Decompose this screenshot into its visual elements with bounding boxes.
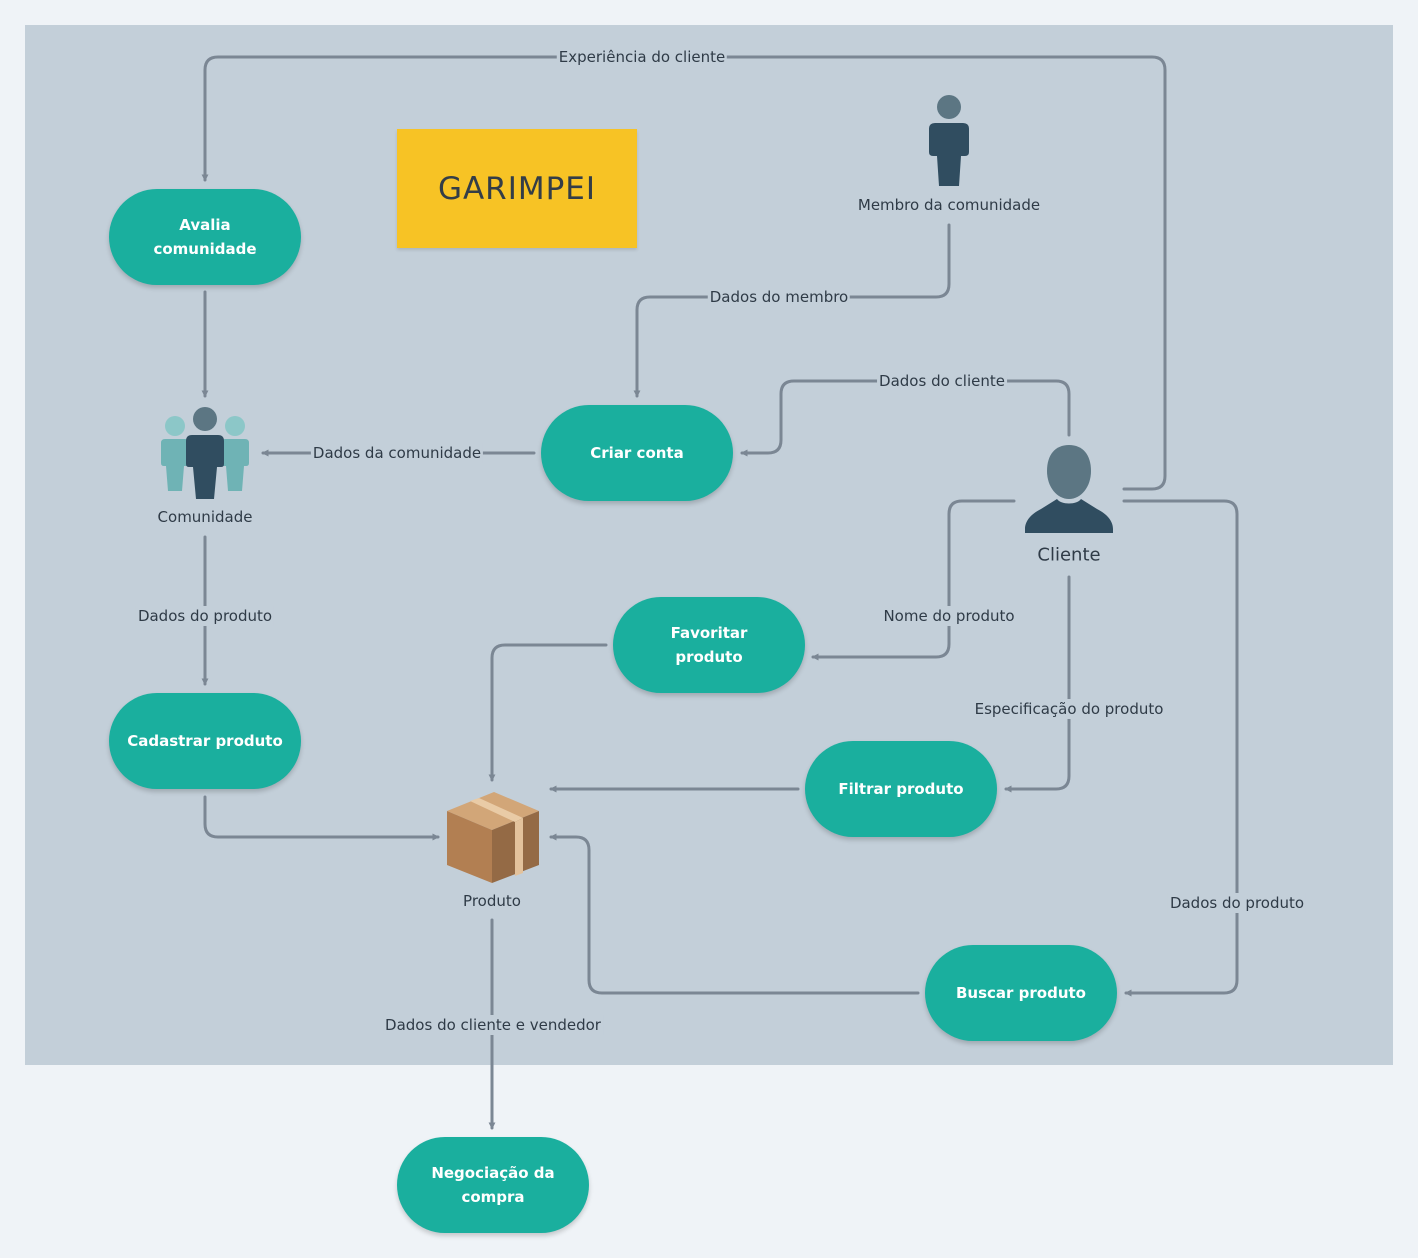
process-label: Avalia comunidade [153, 216, 257, 258]
edge-label-dados-produto-right: Dados do produto [1167, 893, 1307, 913]
user-bust-icon [1025, 445, 1113, 533]
actor-label-comunidade: Comunidade [157, 508, 253, 526]
actor-label-cliente: Cliente [1037, 544, 1101, 566]
title-box: GARIMPEI [397, 129, 637, 248]
process-filtrar-produto[interactable]: Filtrar produto [805, 741, 997, 837]
edge-label-nome-produto: Nome do produto [881, 606, 1017, 626]
actor-label-produto: Produto [463, 892, 521, 910]
edge-label-dados-membro: Dados do membro [707, 287, 851, 307]
process-label: Filtrar produto [838, 780, 964, 798]
process-label-line: Favoritar [670, 624, 748, 642]
group-icon [161, 407, 249, 499]
process-label: Cadastrar produto [127, 732, 283, 750]
process-criar-conta[interactable]: Criar conta [541, 405, 733, 501]
process-avalia-comunidade[interactable]: Avalia comunidade [109, 189, 301, 285]
diagram-title: GARIMPEI [437, 170, 597, 207]
edge-label-dados-comunidade: Dados da comunidade [310, 443, 484, 463]
box-icon [447, 792, 539, 883]
edge-label-cliente-vendedor: Dados do cliente e vendedor [383, 1015, 603, 1035]
actor-label-membro: Membro da comunidade [857, 196, 1041, 214]
process-label-line: compra [461, 1188, 525, 1206]
edge-label-experiencia: Experiência do cliente [556, 47, 728, 67]
process-negociacao-compra[interactable]: Negociação da compra [397, 1137, 589, 1233]
person-icon [929, 95, 969, 186]
process-label: Buscar produto [955, 984, 1086, 1002]
edge-label-dados-cliente: Dados do cliente [877, 371, 1007, 391]
process-label-line: produto [675, 648, 743, 666]
edge-label-dados-produto-left: Dados do produto [135, 606, 275, 626]
edge-label-especificacao: Especificação do produto [972, 699, 1166, 719]
process-label-line: Negociação da [431, 1164, 555, 1182]
process-favoritar-produto[interactable]: Favoritar produto [613, 597, 805, 693]
process-cadastrar-produto[interactable]: Cadastrar produto [109, 693, 301, 789]
process-label: Criar conta [590, 444, 684, 462]
process-buscar-produto[interactable]: Buscar produto [925, 945, 1117, 1041]
